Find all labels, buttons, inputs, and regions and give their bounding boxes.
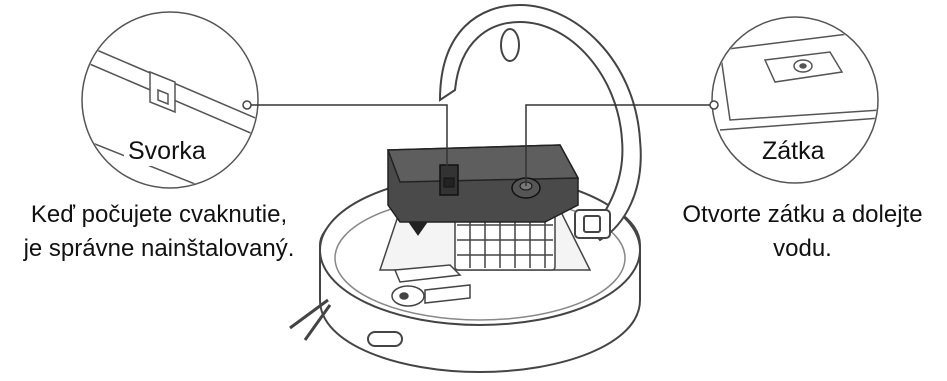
plug-caption-line-1: Otvorte zátku a dolejte: [660, 198, 945, 232]
plug-label: Zátka: [758, 136, 829, 166]
clip-detail-circle: [82, 12, 260, 210]
plug-caption: Otvorte zátku a dolejte vodu.: [660, 198, 945, 266]
clip-caption: Keď počujete cvaknutie, je správne nainš…: [4, 198, 314, 266]
plug-caption-line-2: vodu.: [660, 232, 945, 266]
lid-hinge: [575, 210, 610, 238]
clip-leader-dot: [243, 101, 251, 109]
clip-caption-line-1: Keď počujete cvaknutie,: [4, 198, 314, 232]
water-tank: [388, 145, 578, 222]
plug-leader-dot: [710, 101, 718, 109]
clip-caption-line-2: je správne nainštalovaný.: [4, 232, 314, 266]
clip-label: Svorka: [124, 136, 210, 166]
